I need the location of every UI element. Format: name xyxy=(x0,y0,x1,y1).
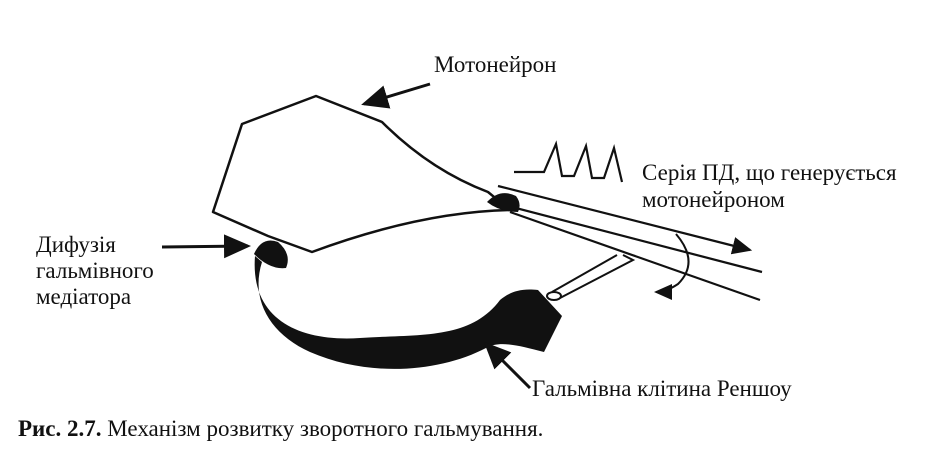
label-ap-series-line2: мотонейроном xyxy=(642,187,785,212)
label-motoneuron: Мотонейрон xyxy=(434,52,557,77)
axon-hillock-synapse xyxy=(487,193,520,212)
axon-collateral xyxy=(559,254,636,299)
diffusion-arrow xyxy=(161,234,251,259)
renshaw-cell-body xyxy=(254,256,563,369)
axon-line-3 xyxy=(509,210,761,302)
figure-caption: Рис. 2.7. Механізм розвитку зворотного г… xyxy=(18,416,543,442)
label-ap-series-line1: Серія ПД, що генерується xyxy=(642,160,897,185)
label-diffusion-line2: гальмівного xyxy=(36,258,154,283)
renshaw-arrow xyxy=(483,341,532,390)
rotation-arrow xyxy=(654,233,690,300)
action-potential-series xyxy=(514,140,624,183)
label-renshaw-cell: Гальмівна клітина Реншоу xyxy=(532,376,792,401)
motoneuron-soma xyxy=(211,94,512,254)
inhibitory-synapse xyxy=(254,240,288,269)
figure-number: Рис. 2.7. xyxy=(18,416,102,441)
label-diffusion-line1: Дифузія xyxy=(36,232,116,257)
motoneuron-arrow xyxy=(361,82,431,109)
figure-caption-text: Механізм розвитку зворотного гальмування… xyxy=(107,416,544,441)
collateral-terminal xyxy=(546,291,562,301)
label-diffusion-line3: медіатора xyxy=(36,284,132,309)
axon-line-1 xyxy=(497,184,753,255)
axon-collateral-2 xyxy=(551,254,618,293)
axon-line-2 xyxy=(507,204,763,274)
